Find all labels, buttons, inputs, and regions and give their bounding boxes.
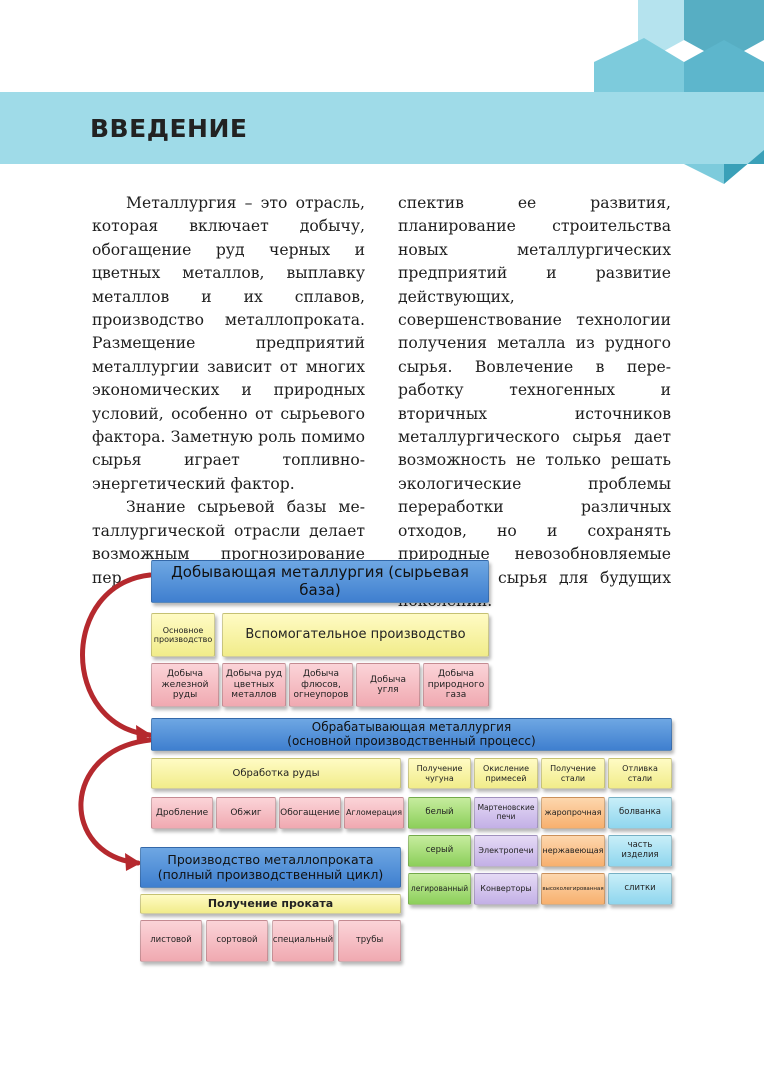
arrow-processing-to-rolling — [81, 740, 150, 863]
ore-item: Агломерация — [344, 797, 404, 829]
arrow-head — [125, 853, 141, 871]
casting-item: часть изделия — [608, 835, 672, 867]
steel-item: жаропрочная — [541, 797, 605, 829]
main-production-box: Основное производство — [151, 613, 215, 657]
casting-item: слитки — [608, 873, 672, 905]
ore-item: Дробление — [151, 797, 213, 829]
mining-item: Добыча железной руды — [151, 663, 219, 707]
mining-title: Добывающая металлургия (сырьевая база) — [151, 560, 489, 603]
casting-item: болванка — [608, 797, 672, 829]
rolling-item: сортовой — [206, 920, 268, 962]
arrow-mining-to-processing — [83, 575, 151, 735]
mining-item: Добыча угля — [356, 663, 420, 707]
ore-item: Обжиг — [216, 797, 276, 829]
iron-item: легированный — [408, 873, 471, 905]
aux-production-box: Вспомогательное производство — [222, 613, 489, 657]
ore-processing-box: Обработка руды — [151, 758, 401, 789]
mining-item: Добыча природного газа — [423, 663, 489, 707]
iron-item: белый — [408, 797, 471, 829]
metallurgy-diagram: Добывающая металлургия (сырьевая база) О… — [0, 545, 764, 975]
mining-item: Добыча флюсов, огнеупоров — [289, 663, 353, 707]
mining-item: Добыча руд цветных металлов — [222, 663, 286, 707]
text-column-left: Металлургия – это отрасль, которая включ… — [92, 192, 365, 590]
processing-title-line2: (основной производственный процесс) — [287, 735, 535, 749]
rolling-item: листовой — [140, 920, 202, 962]
ore-item: Обогащение — [279, 797, 341, 829]
rolling-title-line2: (полный производственный цикл) — [158, 868, 384, 882]
furnace-item: Электропечи — [474, 835, 538, 867]
rolling-item: трубы — [338, 920, 401, 962]
processing-title: Обрабатывающая металлургия (основной про… — [151, 718, 672, 751]
column-head: Окисление примесей — [474, 758, 538, 789]
paragraph: Металлургия – это отрасль, которая включ… — [92, 192, 365, 496]
rolling-title: Производство металлопроката (полный прои… — [140, 847, 401, 888]
processing-title-line1: Обрабатывающая металлургия — [312, 721, 511, 735]
column-head: Получение стали — [541, 758, 605, 789]
steel-item: высоколегированная — [541, 873, 605, 905]
column-head: Отливка стали — [608, 758, 672, 789]
rolling-sub-box: Получение проката — [140, 894, 401, 914]
furnace-item: Конверторы — [474, 873, 538, 905]
column-head: Получение чугуна — [408, 758, 471, 789]
hexagon-decoration — [560, 0, 764, 184]
furnace-item: Мартеновские печи — [474, 797, 538, 829]
rolling-item: специальный — [272, 920, 334, 962]
rolling-title-line1: Производство металлопроката — [167, 853, 373, 867]
steel-item: нержавеющая — [541, 835, 605, 867]
chapter-title: ВВЕДЕНИЕ — [90, 114, 247, 143]
iron-item: серый — [408, 835, 471, 867]
